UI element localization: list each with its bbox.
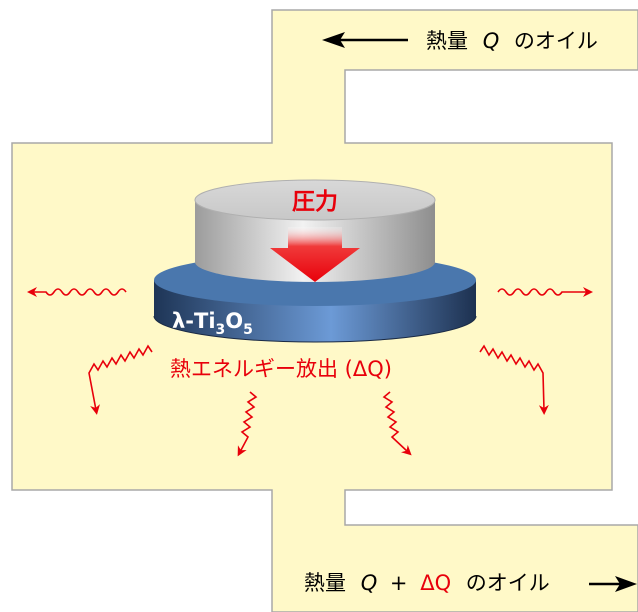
arrow-right-icon	[589, 576, 637, 592]
bottom-oil-suffix: のオイル	[466, 571, 550, 595]
material-o: O	[225, 309, 243, 333]
top-oil-prefix: 熱量	[426, 29, 468, 53]
bottom-oil-plus: +	[390, 571, 408, 595]
material-label: λ-Ti3O5	[172, 309, 253, 338]
wavy-arrow-center-right	[382, 391, 412, 456]
wavy-arrow-left	[27, 287, 127, 297]
arrow-down-icon	[270, 227, 360, 282]
bottom-oil-label: 熱量 Q + ΔQ のオイル	[304, 571, 550, 595]
top-oil-suffix: のオイル	[514, 29, 598, 53]
material-sub2: 5	[243, 322, 253, 338]
arrow-left-icon	[322, 32, 408, 48]
wavy-arrow-center-left	[237, 391, 258, 457]
wavy-arrow-icon	[27, 287, 593, 457]
top-oil-symbol: Q	[483, 29, 500, 53]
bottom-oil-delta: ΔQ	[420, 571, 451, 595]
bottom-oil-prefix: 熱量	[304, 571, 346, 595]
wavy-arrow-right-diagonal	[479, 344, 549, 415]
heat-release-label: 熱エネルギー放出 (ΔQ)	[170, 357, 392, 381]
wavy-arrow-right	[497, 287, 593, 297]
top-oil-label: 熱量 Q のオイル	[426, 29, 598, 53]
wavy-arrow-left-diagonal	[88, 344, 153, 415]
pressure-label: 圧力	[292, 189, 338, 215]
bottom-oil-symbol: Q	[361, 571, 378, 595]
material-sub1: 3	[216, 322, 226, 338]
material-main: λ-Ti	[172, 309, 216, 333]
